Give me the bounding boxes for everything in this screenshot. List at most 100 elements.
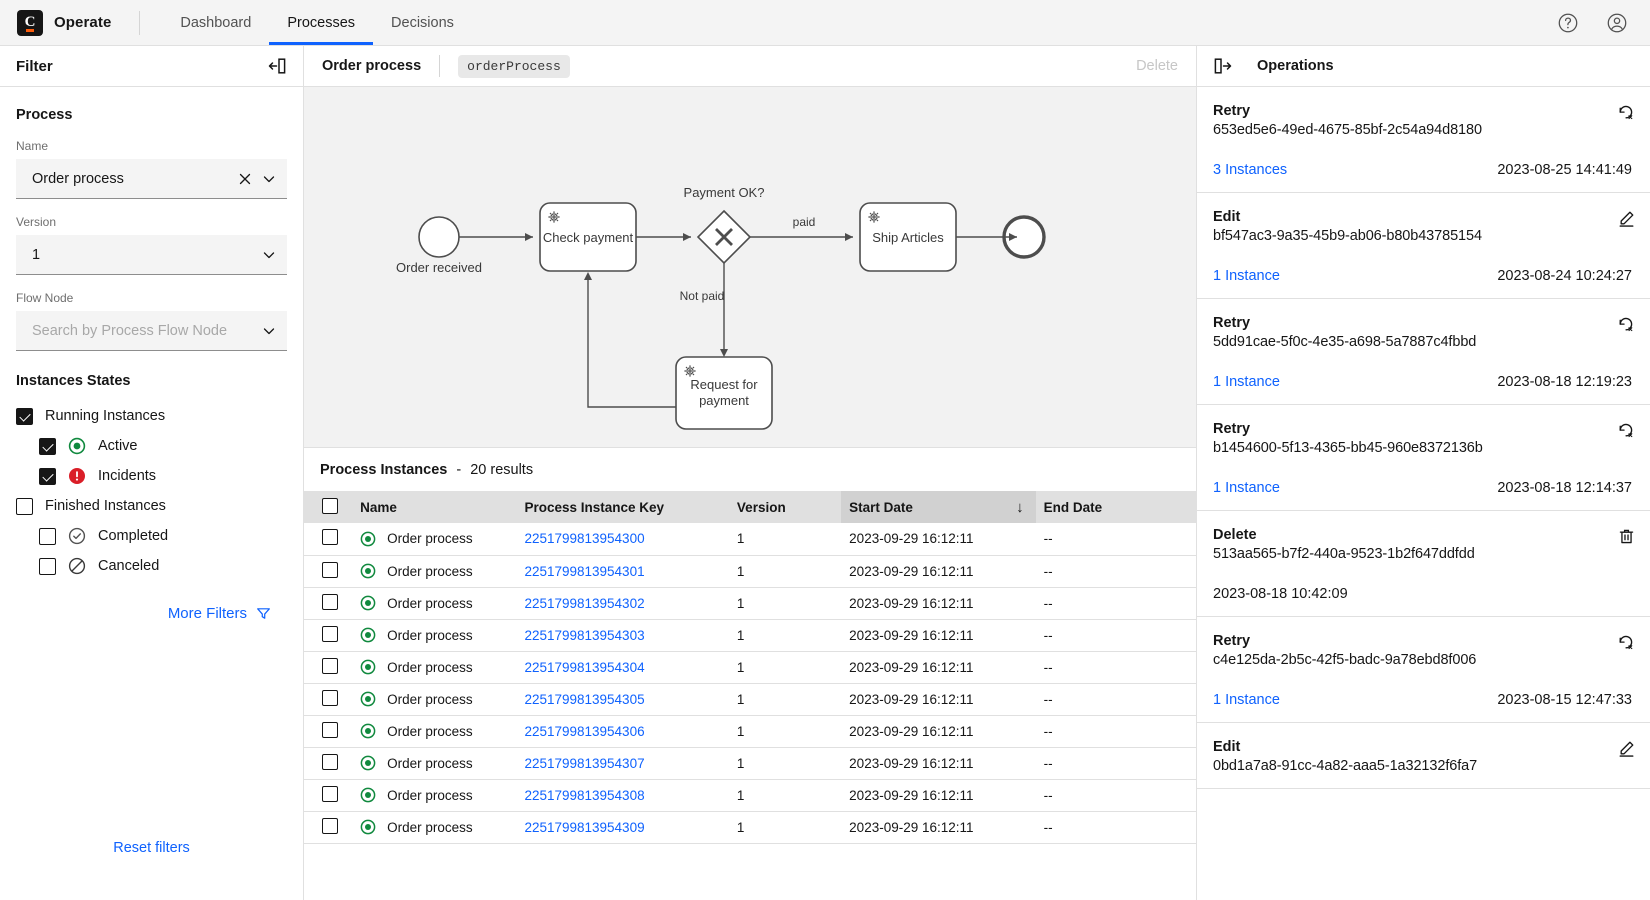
instance-key-link[interactable]: 2251799813954300 — [524, 531, 644, 546]
checkbox-finished-instances[interactable]: Finished Instances — [16, 491, 287, 521]
nav-item-dashboard[interactable]: Dashboard — [162, 0, 269, 45]
user-avatar-icon[interactable] — [1606, 12, 1628, 34]
checkbox-box[interactable] — [39, 438, 56, 455]
row-checkbox[interactable] — [322, 594, 338, 610]
checkbox-box[interactable] — [16, 498, 33, 515]
instance-key-link[interactable]: 2251799813954303 — [524, 628, 644, 643]
delete-button[interactable]: Delete — [1136, 58, 1178, 74]
operation-instances-link[interactable]: 1 Instance — [1213, 480, 1280, 496]
column-process-instance-key[interactable]: Process Instance Key — [516, 491, 728, 523]
retry-icon[interactable] — [1617, 633, 1636, 652]
checkbox-running-instances[interactable]: Running Instances — [16, 401, 287, 431]
row-checkbox[interactable] — [322, 658, 338, 674]
operation-instances-link[interactable]: 3 Instances — [1213, 162, 1287, 178]
instance-key-link[interactable]: 2251799813954309 — [524, 820, 644, 835]
instance-key-link[interactable]: 2251799813954302 — [524, 596, 644, 611]
row-select-cell[interactable] — [304, 811, 352, 843]
process-name-select[interactable]: Order process — [16, 159, 287, 199]
table-row[interactable]: Order process225179981395430112023-09-29… — [304, 555, 1196, 587]
row-checkbox[interactable] — [322, 529, 338, 545]
table-row[interactable]: Order process225179981395430912023-09-29… — [304, 811, 1196, 843]
chevron-down-icon[interactable] — [261, 247, 277, 263]
row-select-cell[interactable] — [304, 683, 352, 715]
operation-item[interactable]: Retryc4e125da-2b5c-42f5-badc-9a78ebd8f00… — [1197, 617, 1650, 723]
column-start-date[interactable]: Start Date ↓ — [841, 491, 1035, 523]
retry-icon[interactable] — [1617, 103, 1636, 122]
checkbox-box[interactable] — [39, 468, 56, 485]
checkbox-active[interactable]: Active — [16, 431, 287, 461]
edit-icon[interactable] — [1617, 209, 1636, 228]
bpmn-diagram-canvas[interactable]: Order received Check payment Payment OK?… — [304, 87, 1196, 447]
table-row[interactable]: Order process225179981395430512023-09-29… — [304, 683, 1196, 715]
row-select-cell[interactable] — [304, 523, 352, 555]
checkbox-box[interactable] — [39, 558, 56, 575]
operation-item[interactable]: Edit0bd1a7a8-91cc-4a82-aaa5-1a32132f6fa7 — [1197, 723, 1650, 789]
chevron-down-icon[interactable] — [261, 171, 277, 187]
operations-list[interactable]: Retry653ed5e6-49ed-4675-85bf-2c54a94d818… — [1197, 87, 1650, 900]
table-row[interactable]: Order process225179981395430712023-09-29… — [304, 747, 1196, 779]
row-select-cell[interactable] — [304, 619, 352, 651]
checkbox-canceled[interactable]: Canceled — [16, 551, 287, 581]
row-checkbox[interactable] — [322, 626, 338, 642]
table-row[interactable]: Order process225179981395430612023-09-29… — [304, 715, 1196, 747]
checkbox-box[interactable] — [16, 408, 33, 425]
row-select-cell[interactable] — [304, 779, 352, 811]
chevron-down-icon[interactable] — [261, 323, 277, 339]
table-row[interactable]: Order process225179981395430012023-09-29… — [304, 523, 1196, 555]
more-filters-button[interactable]: More Filters — [16, 581, 287, 622]
clear-icon[interactable] — [237, 171, 253, 187]
reset-filters-button[interactable]: Reset filters — [0, 840, 303, 856]
select-all-header[interactable] — [304, 491, 352, 523]
instance-key-link[interactable]: 2251799813954306 — [524, 724, 644, 739]
nav-item-processes[interactable]: Processes — [269, 0, 373, 45]
select-all-checkbox[interactable] — [322, 498, 338, 514]
operation-item[interactable]: Retryb1454600-5f13-4365-bb45-960e8372136… — [1197, 405, 1650, 511]
table-row[interactable]: Order process225179981395430212023-09-29… — [304, 587, 1196, 619]
process-version-select[interactable]: 1 — [16, 235, 287, 275]
row-checkbox[interactable] — [322, 690, 338, 706]
operation-instances-link[interactable]: 1 Instance — [1213, 374, 1280, 390]
delete-icon[interactable] — [1617, 527, 1636, 546]
table-row[interactable]: Order process225179981395430312023-09-29… — [304, 619, 1196, 651]
row-checkbox[interactable] — [322, 562, 338, 578]
row-checkbox[interactable] — [322, 722, 338, 738]
row-checkbox[interactable] — [322, 818, 338, 834]
cell-name: Order process — [352, 587, 516, 619]
retry-icon[interactable] — [1617, 315, 1636, 334]
operation-item[interactable]: Delete513aa565-b7f2-440a-9523-1b2f647ddf… — [1197, 511, 1650, 617]
checkbox-box[interactable] — [39, 528, 56, 545]
operation-item[interactable]: Retry5dd91cae-5f0c-4e35-a698-5a7887c4fbb… — [1197, 299, 1650, 405]
checkbox-completed[interactable]: Completed — [16, 521, 287, 551]
row-select-cell[interactable] — [304, 715, 352, 747]
row-select-cell[interactable] — [304, 555, 352, 587]
completed-icon — [68, 527, 86, 545]
flow-node-select[interactable]: Search by Process Flow Node — [16, 311, 287, 351]
retry-icon[interactable] — [1617, 421, 1636, 440]
instance-key-link[interactable]: 2251799813954308 — [524, 788, 644, 803]
instance-key-link[interactable]: 2251799813954307 — [524, 756, 644, 771]
row-checkbox[interactable] — [322, 754, 338, 770]
nav-item-decisions[interactable]: Decisions — [373, 0, 472, 45]
table-row[interactable]: Order process225179981395430412023-09-29… — [304, 651, 1196, 683]
edit-icon[interactable] — [1617, 739, 1636, 758]
column-end-date[interactable]: End Date — [1036, 491, 1196, 523]
collapse-left-panel-icon[interactable] — [267, 56, 287, 76]
table-row[interactable]: Order process225179981395430812023-09-29… — [304, 779, 1196, 811]
operation-instances-link[interactable]: 1 Instance — [1213, 692, 1280, 708]
operation-instances-link[interactable]: 1 Instance — [1213, 268, 1280, 284]
column-version[interactable]: Version — [729, 491, 841, 523]
row-select-cell[interactable] — [304, 651, 352, 683]
operation-item[interactable]: Editbf547ac3-9a35-45b9-ab06-b80b43785154… — [1197, 193, 1650, 299]
row-select-cell[interactable] — [304, 587, 352, 619]
column-name[interactable]: Name — [352, 491, 516, 523]
instance-key-link[interactable]: 2251799813954301 — [524, 564, 644, 579]
row-checkbox[interactable] — [322, 786, 338, 802]
collapse-right-panel-icon[interactable] — [1213, 56, 1233, 76]
checkbox-incidents[interactable]: Incidents — [16, 461, 287, 491]
help-icon[interactable] — [1557, 12, 1579, 34]
operation-item[interactable]: Retry653ed5e6-49ed-4675-85bf-2c54a94d818… — [1197, 87, 1650, 193]
brand[interactable]: C Operate — [0, 10, 111, 36]
instance-key-link[interactable]: 2251799813954305 — [524, 692, 644, 707]
row-select-cell[interactable] — [304, 747, 352, 779]
instance-key-link[interactable]: 2251799813954304 — [524, 660, 644, 675]
